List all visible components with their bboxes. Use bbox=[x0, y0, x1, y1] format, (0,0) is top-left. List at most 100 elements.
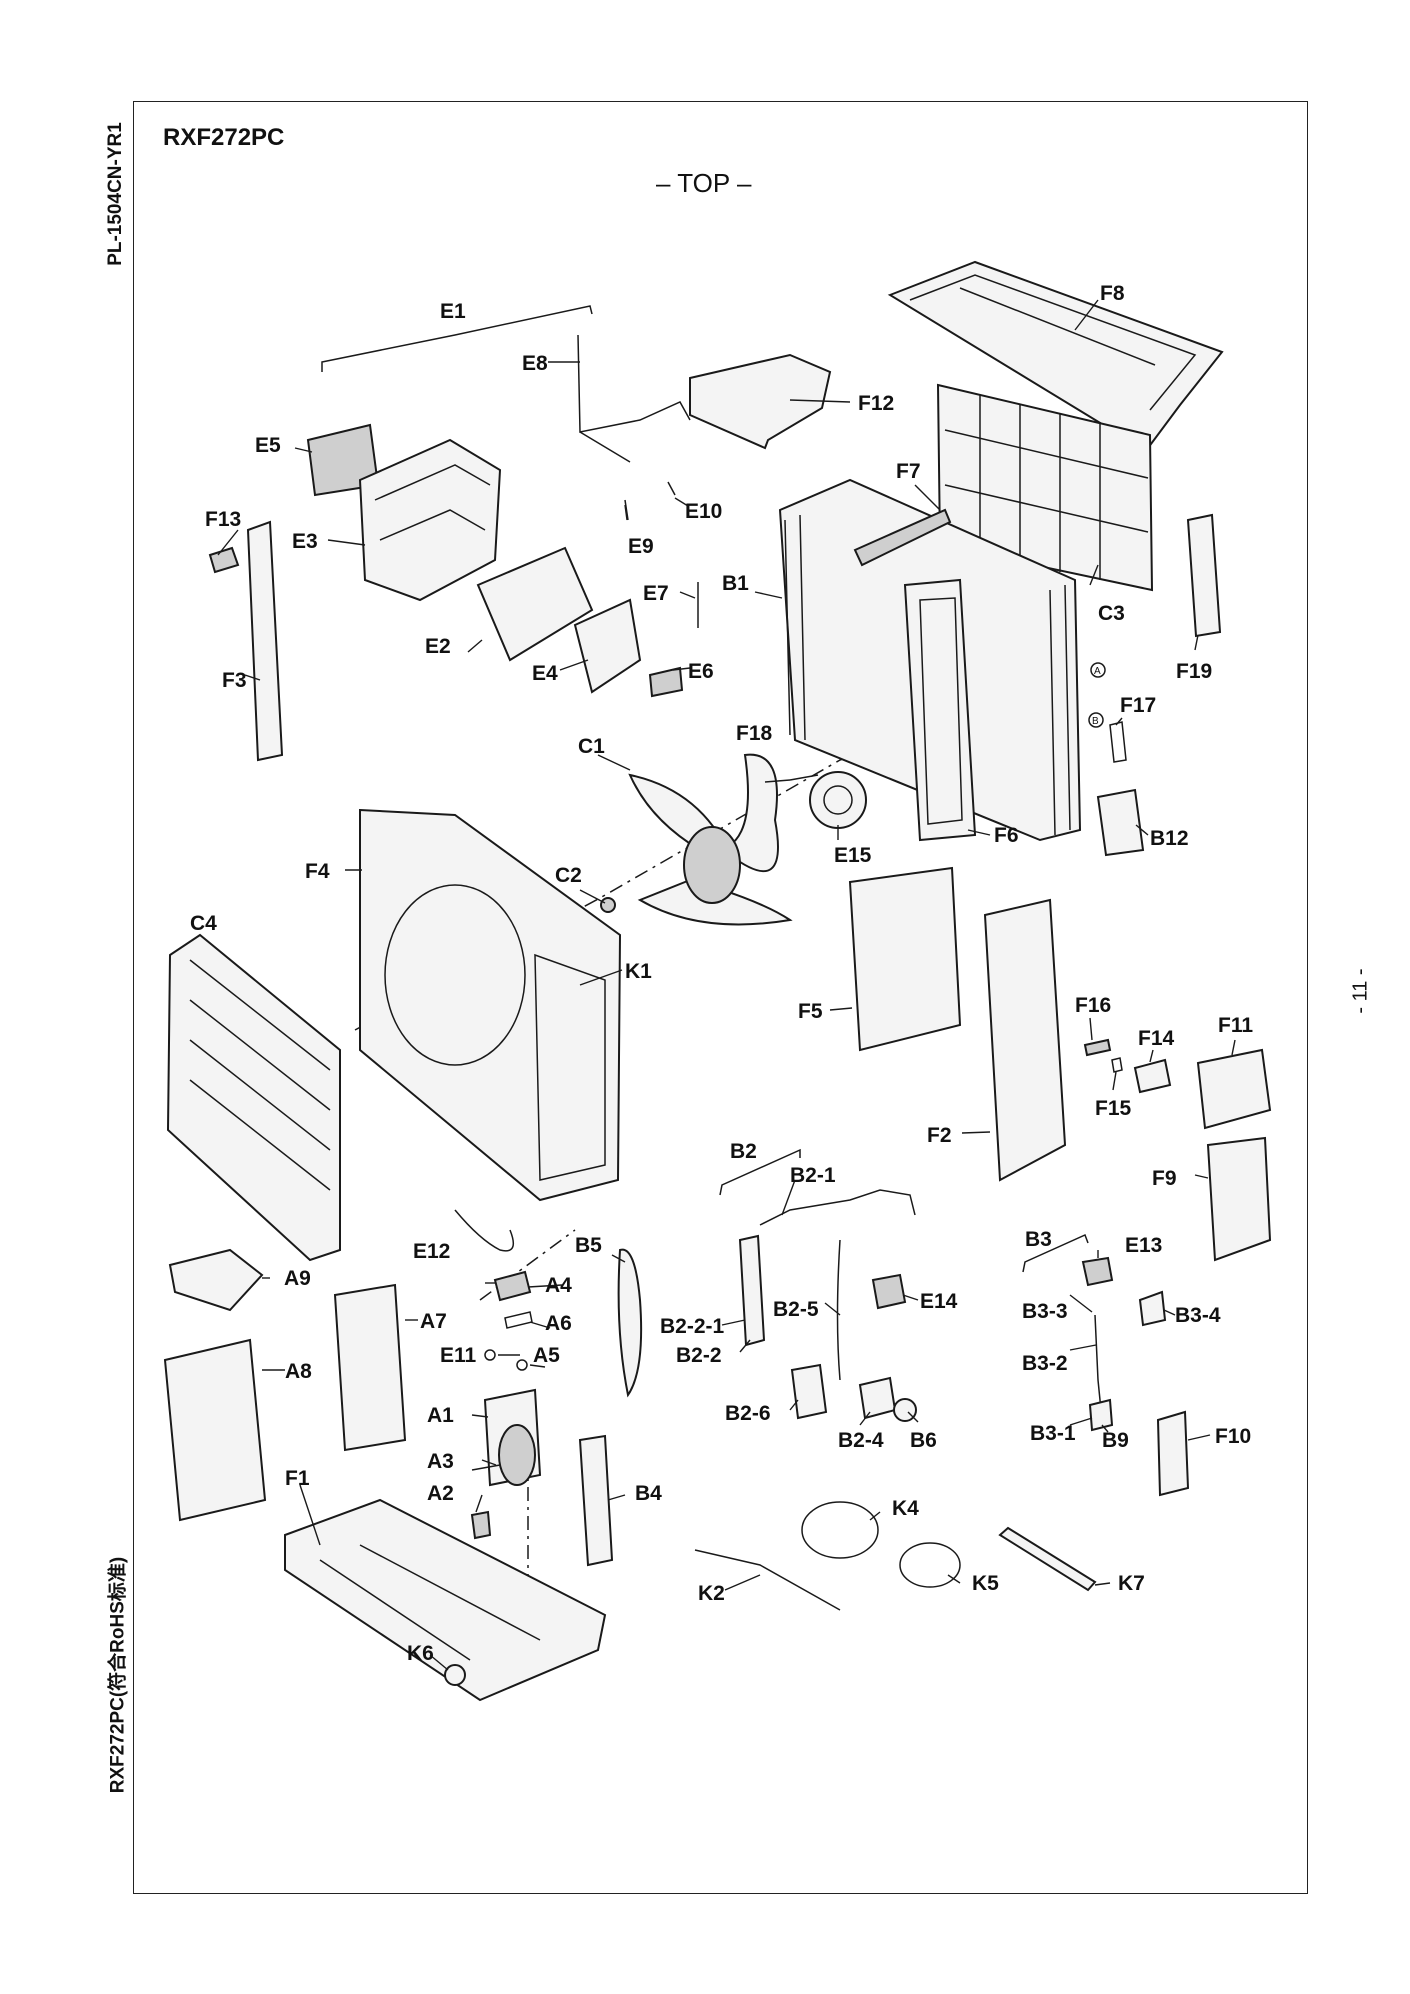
label-f11: F11 bbox=[1218, 1014, 1253, 1037]
label-f16: F16 bbox=[1075, 994, 1111, 1017]
label-b2-5: B2-5 bbox=[773, 1298, 819, 1321]
capillary-b2-5 bbox=[836, 1239, 841, 1381]
label-c2: C2 bbox=[555, 864, 582, 887]
label-b4: B4 bbox=[635, 1482, 662, 1505]
washer-a3 bbox=[471, 1464, 501, 1471]
label-f13: F13 bbox=[205, 508, 241, 531]
marker-a: A bbox=[1094, 666, 1101, 677]
label-b2: B2 bbox=[730, 1140, 757, 1163]
label-a7: A7 bbox=[420, 1310, 447, 1333]
thermistor-e8 bbox=[577, 334, 691, 463]
clip-f15 bbox=[1111, 1057, 1123, 1073]
label-b6: B6 bbox=[910, 1429, 937, 1452]
stop-valve-b2-4 bbox=[858, 1376, 897, 1420]
clamp-k6 bbox=[444, 1664, 466, 1686]
label-a2: A2 bbox=[427, 1482, 454, 1505]
insulation-b12 bbox=[1096, 788, 1145, 857]
propeller-fan-c1 bbox=[628, 753, 793, 926]
label-f15: F15 bbox=[1095, 1097, 1132, 1120]
cover-f10 bbox=[1156, 1410, 1190, 1497]
front-panel-f4 bbox=[359, 808, 622, 1202]
group-bracket-b2 bbox=[719, 1148, 801, 1196]
pipe-coil-k4 bbox=[801, 1501, 879, 1559]
label-b2-2: B2-2 bbox=[676, 1344, 722, 1367]
leader-lines bbox=[217, 299, 1236, 1671]
wire-k2 bbox=[694, 1549, 841, 1611]
wire-harness-e12 bbox=[454, 1209, 515, 1252]
sound-blanket-a8 bbox=[163, 1338, 267, 1522]
label-e9: E9 bbox=[628, 535, 654, 558]
label-e1: E1 bbox=[440, 300, 466, 323]
label-a8: A8 bbox=[285, 1360, 312, 1383]
label-b2-4: B2-4 bbox=[838, 1429, 884, 1452]
screw-f18 bbox=[789, 774, 819, 781]
sound-blanket-a7 bbox=[333, 1283, 407, 1452]
rear-grille-c3 bbox=[936, 383, 1154, 592]
label-c3: C3 bbox=[1098, 602, 1125, 625]
label-a6: A6 bbox=[545, 1312, 572, 1335]
coil-e13 bbox=[1081, 1256, 1114, 1287]
label-k1: K1 bbox=[625, 960, 652, 983]
label-b3-2: B3-2 bbox=[1022, 1352, 1068, 1375]
label-b1: B1 bbox=[722, 572, 749, 595]
label-a3: A3 bbox=[427, 1450, 454, 1473]
label-k5: K5 bbox=[972, 1572, 999, 1595]
stay-f7 bbox=[853, 508, 952, 567]
terminal-e6 bbox=[648, 666, 684, 698]
label-f6: F6 bbox=[994, 824, 1019, 847]
side-plate-f19 bbox=[1186, 513, 1222, 638]
clip-f17 bbox=[1109, 721, 1127, 763]
label-e5: E5 bbox=[255, 434, 281, 457]
label-f12: F12 bbox=[858, 392, 894, 415]
front-grille-c4 bbox=[166, 933, 341, 1262]
marker-b: B bbox=[1092, 716, 1099, 727]
label-e6: E6 bbox=[688, 660, 714, 683]
label-f5: F5 bbox=[798, 1000, 823, 1023]
label-f18: F18 bbox=[736, 722, 773, 745]
bracket-b3-4 bbox=[1138, 1290, 1167, 1327]
nut-c2 bbox=[600, 897, 616, 913]
label-e7: E7 bbox=[643, 582, 669, 605]
accumulator-b4 bbox=[578, 1434, 614, 1567]
marker-b-circle bbox=[1088, 712, 1104, 728]
label-f7: F7 bbox=[896, 460, 921, 483]
view-title: – TOP – bbox=[656, 168, 752, 198]
label-f9: F9 bbox=[1152, 1167, 1177, 1190]
partition-plate-f5 bbox=[848, 866, 962, 1052]
motor-support-f6 bbox=[903, 578, 977, 842]
label-e14: E14 bbox=[920, 1290, 958, 1313]
label-b2-6: B2-6 bbox=[725, 1402, 771, 1425]
switch-box-e3 bbox=[358, 438, 502, 602]
label-f3: F3 bbox=[222, 669, 247, 692]
label-f8: F8 bbox=[1100, 282, 1125, 305]
spring-e11 bbox=[484, 1349, 496, 1361]
stop-valve-b9 bbox=[1088, 1398, 1114, 1432]
label-f1: F1 bbox=[285, 1467, 310, 1490]
label-b2-1: B2-1 bbox=[790, 1164, 836, 1187]
label-b3-1: B3-1 bbox=[1030, 1422, 1076, 1445]
cover-f11 bbox=[1196, 1048, 1272, 1130]
label-e15: E15 bbox=[834, 844, 872, 867]
four-way-valve-b2-1 bbox=[759, 1189, 916, 1226]
plate-e4 bbox=[573, 598, 642, 694]
label-b9: B9 bbox=[1102, 1429, 1129, 1452]
label-e4: E4 bbox=[532, 662, 558, 685]
label-f19: F19 bbox=[1176, 660, 1212, 683]
strainer-b2-2 bbox=[738, 1234, 766, 1347]
nut-a5 bbox=[516, 1359, 528, 1371]
partition-f12 bbox=[689, 353, 832, 450]
drain-hose-k7 bbox=[998, 1526, 1097, 1592]
drawing-frame bbox=[133, 101, 1308, 1894]
label-e12: E12 bbox=[413, 1240, 450, 1263]
label-k4: K4 bbox=[892, 1497, 919, 1520]
plate-a6 bbox=[504, 1311, 533, 1329]
label-e11: E11 bbox=[440, 1344, 477, 1367]
label-b12: B12 bbox=[1150, 827, 1189, 850]
label-f14: F14 bbox=[1138, 1027, 1175, 1050]
right-panel-f2 bbox=[983, 898, 1067, 1182]
group-bracket-b3 bbox=[1022, 1233, 1089, 1273]
pipe-b5 bbox=[617, 1248, 643, 1398]
handle-f14 bbox=[1133, 1058, 1172, 1094]
label-a4: A4 bbox=[545, 1274, 572, 1297]
